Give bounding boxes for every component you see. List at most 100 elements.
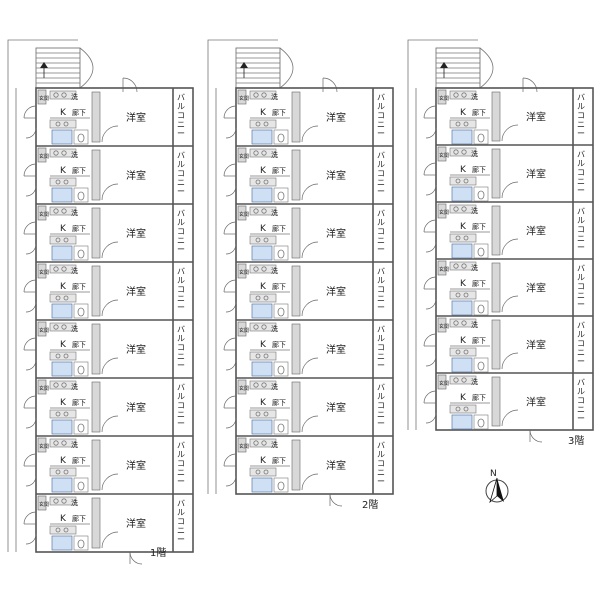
stove-burner-icon — [255, 411, 261, 417]
bathtub — [251, 129, 273, 145]
laundry-label: 洗 — [271, 208, 278, 217]
toilet-room — [273, 419, 289, 435]
stove — [449, 347, 477, 357]
sink-counter — [449, 261, 477, 271]
kitchen-label: K — [60, 282, 67, 292]
corridor-label: 廊下 — [72, 224, 86, 233]
entry-door-swing — [423, 276, 437, 290]
laundry-label: 洗 — [71, 208, 78, 217]
balcony-label-char: バ — [577, 264, 585, 273]
sink-icon — [261, 150, 267, 156]
room-label: 洋室 — [526, 339, 546, 352]
room-door-swing — [301, 241, 319, 259]
balcony-label-char: バ — [577, 150, 585, 159]
room-label: 洋室 — [126, 285, 146, 298]
stove-burner-icon — [255, 295, 261, 301]
kitchen-label: K — [260, 340, 267, 350]
room-label: 洋室 — [326, 401, 346, 414]
bathtub — [51, 419, 73, 435]
stove-burner-icon — [463, 292, 469, 298]
corridor-label: 廊下 — [472, 108, 486, 117]
entrance-box — [437, 317, 447, 333]
sink-icon — [253, 382, 259, 388]
stove — [449, 290, 477, 300]
balcony-label-char: ル — [577, 102, 585, 111]
room-door-swing — [301, 415, 319, 433]
stove — [49, 119, 77, 129]
laundry-label: 洗 — [71, 498, 78, 507]
sink-counter — [249, 322, 277, 332]
balcony-label-char: ニ — [177, 352, 185, 361]
toilet-room — [73, 419, 89, 435]
room-label: 洋室 — [326, 285, 346, 298]
room-door-swing — [501, 409, 519, 427]
room-door-swing — [101, 183, 119, 201]
closet — [291, 91, 301, 143]
kitchen-label: K — [60, 166, 67, 176]
sink-icon — [253, 208, 259, 214]
closet — [491, 319, 501, 370]
balcony-label-char: ル — [577, 216, 585, 225]
closet — [291, 439, 301, 491]
bottom-door-swing — [529, 429, 543, 443]
side-door-swing — [25, 475, 37, 487]
balcony-label-char: ニ — [177, 120, 185, 129]
compass-label: N — [490, 469, 497, 479]
stove-burner-icon — [463, 178, 469, 184]
closet — [291, 265, 301, 317]
stove-burner-icon — [63, 353, 69, 359]
room-door-swing — [101, 415, 119, 433]
stove — [49, 177, 77, 187]
outer-corridor-line — [7, 39, 78, 552]
stair-arrow-icon — [40, 62, 48, 68]
laundry-label: 洗 — [271, 382, 278, 391]
balcony-label-char: バ — [177, 151, 185, 160]
entrance-label: 玄関 — [239, 443, 249, 450]
stove-burner-icon — [255, 237, 261, 243]
toilet-icon — [477, 133, 485, 143]
entry-door-swing — [23, 337, 37, 351]
sink-counter — [449, 375, 477, 385]
side-door-swing — [25, 417, 37, 429]
room-door-swing — [101, 241, 119, 259]
balcony-label-char: ニ — [577, 234, 585, 243]
toilet-room — [73, 245, 89, 261]
sink-counter — [49, 148, 77, 158]
bathtub — [251, 303, 273, 319]
room-door-swing — [501, 238, 519, 256]
sink-icon — [53, 92, 59, 98]
stair-arrow-icon — [440, 62, 448, 68]
laundry-label: 洗 — [271, 266, 278, 275]
toilet-room — [273, 361, 289, 377]
stove-burner-icon — [255, 179, 261, 185]
building-outline — [235, 87, 394, 495]
side-door-swing — [225, 417, 237, 429]
balcony-label-char: コ — [377, 401, 385, 410]
corridor-label: 廊下 — [72, 282, 86, 291]
closet — [91, 381, 101, 433]
balcony-label-char: ニ — [577, 405, 585, 414]
bathtub — [251, 419, 273, 435]
stove-burner-icon — [263, 353, 269, 359]
bathtub — [251, 361, 273, 377]
balcony-label-char: コ — [177, 343, 185, 352]
room-door-swing — [101, 531, 119, 549]
sink-icon — [61, 208, 67, 214]
corridor-label: 廊下 — [272, 398, 286, 407]
stove-burner-icon — [263, 237, 269, 243]
sink-icon — [261, 208, 267, 214]
balcony-label-char: ー — [377, 245, 385, 254]
toilet-icon — [77, 133, 85, 143]
toilet-room — [73, 361, 89, 377]
sink-icon — [61, 266, 67, 272]
stove-burner-icon — [455, 292, 461, 298]
balcony-label-char: バ — [377, 209, 385, 218]
bathtub — [451, 129, 473, 145]
balcony-label-char: ル — [377, 392, 385, 401]
side-door-swing — [425, 355, 437, 367]
corridor-label: 廊下 — [72, 514, 86, 523]
bottom-door-swing — [129, 551, 143, 565]
